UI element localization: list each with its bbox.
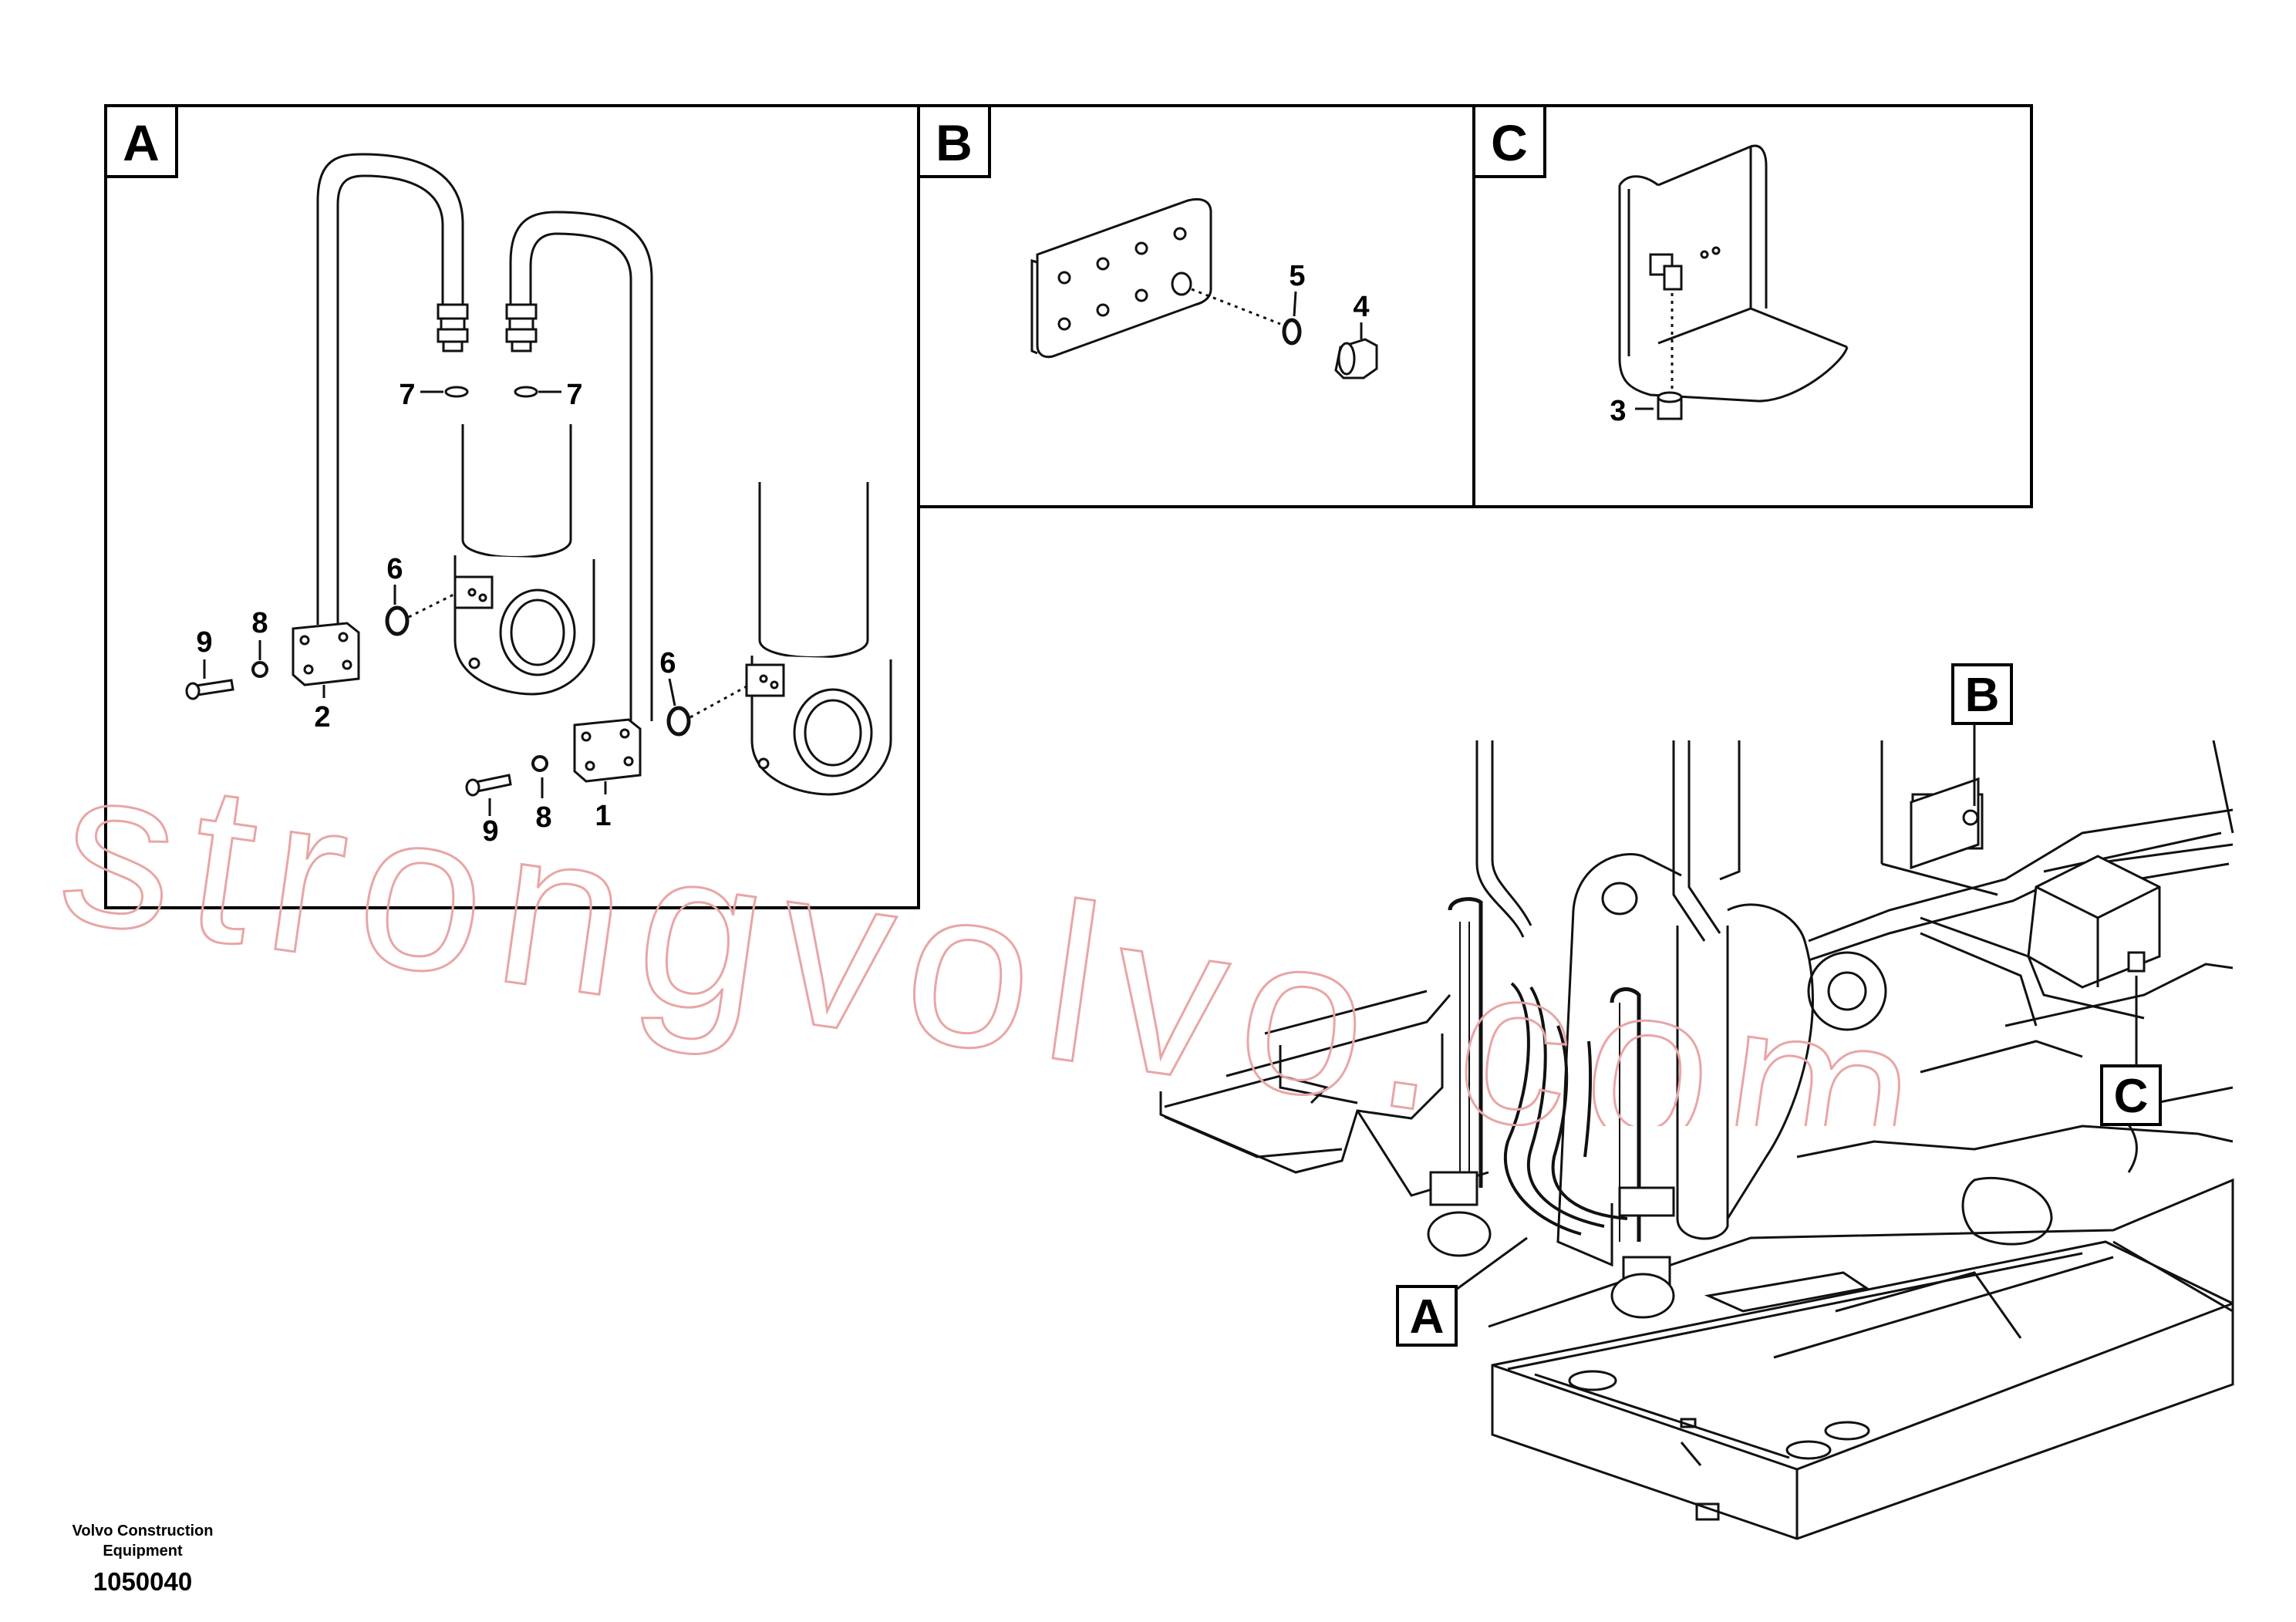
overview-letter-a: A: [1410, 1290, 1445, 1344]
callout-6-center: 6: [386, 553, 403, 585]
washer-8-right: [531, 755, 548, 772]
overview-label-a: A: [1396, 1236, 1528, 1347]
footer: Volvo Construction Equipment 1050040: [46, 1521, 239, 1597]
washer-8-left: [251, 661, 268, 678]
panel-c: C 3: [1472, 104, 2033, 508]
callout-9-right: 9: [482, 815, 498, 848]
panel-a: A 7 7: [104, 104, 920, 909]
o-ring-5: [1282, 318, 1302, 346]
bolt-9-left: [185, 679, 234, 700]
callout-8-left: 8: [251, 607, 268, 639]
overview-letter-c: C: [2114, 1070, 2149, 1123]
panel-c-letter: C: [1491, 114, 1528, 171]
overview-label-c: C: [2100, 976, 2162, 1126]
overview-label-b: B: [1951, 663, 2013, 806]
callout-7-right: 7: [566, 379, 582, 411]
panel-a-letter: A: [123, 114, 160, 171]
cylinder-center: [453, 424, 595, 696]
fitting-left: [437, 303, 469, 352]
sensor-fitting: [1649, 246, 1721, 291]
panel-b: B 5 4: [917, 104, 1475, 508]
o-ring-6-center: [385, 605, 410, 636]
callout-1: 1: [595, 800, 611, 832]
callout-8-right: 8: [535, 801, 551, 834]
machine-overview: [1159, 740, 2234, 1540]
callout-2: 2: [314, 701, 330, 733]
company-name-line1: Volvo Construction: [72, 1523, 214, 1539]
o-ring-7-left: [444, 386, 469, 398]
bolt-9-right: [465, 774, 512, 797]
tube-right: [509, 211, 653, 721]
callout-4: 4: [1353, 291, 1369, 323]
tube-left: [316, 153, 464, 625]
diagram-number: 1050040: [93, 1567, 193, 1596]
company-name-line2: Equipment: [103, 1543, 183, 1560]
o-ring-7-right: [514, 386, 538, 398]
flange-1: [573, 718, 642, 783]
callout-9-left: 9: [196, 626, 212, 659]
callout-6-right: 6: [659, 647, 676, 679]
o-ring-6-right: [666, 706, 691, 737]
flange-2: [292, 622, 360, 686]
cylinder-right: [745, 482, 892, 796]
callout-5: 5: [1289, 260, 1305, 292]
callout-7-left: 7: [399, 379, 415, 411]
valve-plate: [1030, 197, 1212, 359]
panel-b-letter: B: [936, 114, 973, 171]
nut-3: [1657, 391, 1683, 420]
overview-letter-b: B: [1965, 669, 2000, 722]
plug-4: [1334, 338, 1378, 379]
bracket: [1618, 144, 1849, 403]
fitting-right: [505, 303, 538, 352]
callout-3: 3: [1610, 395, 1626, 427]
